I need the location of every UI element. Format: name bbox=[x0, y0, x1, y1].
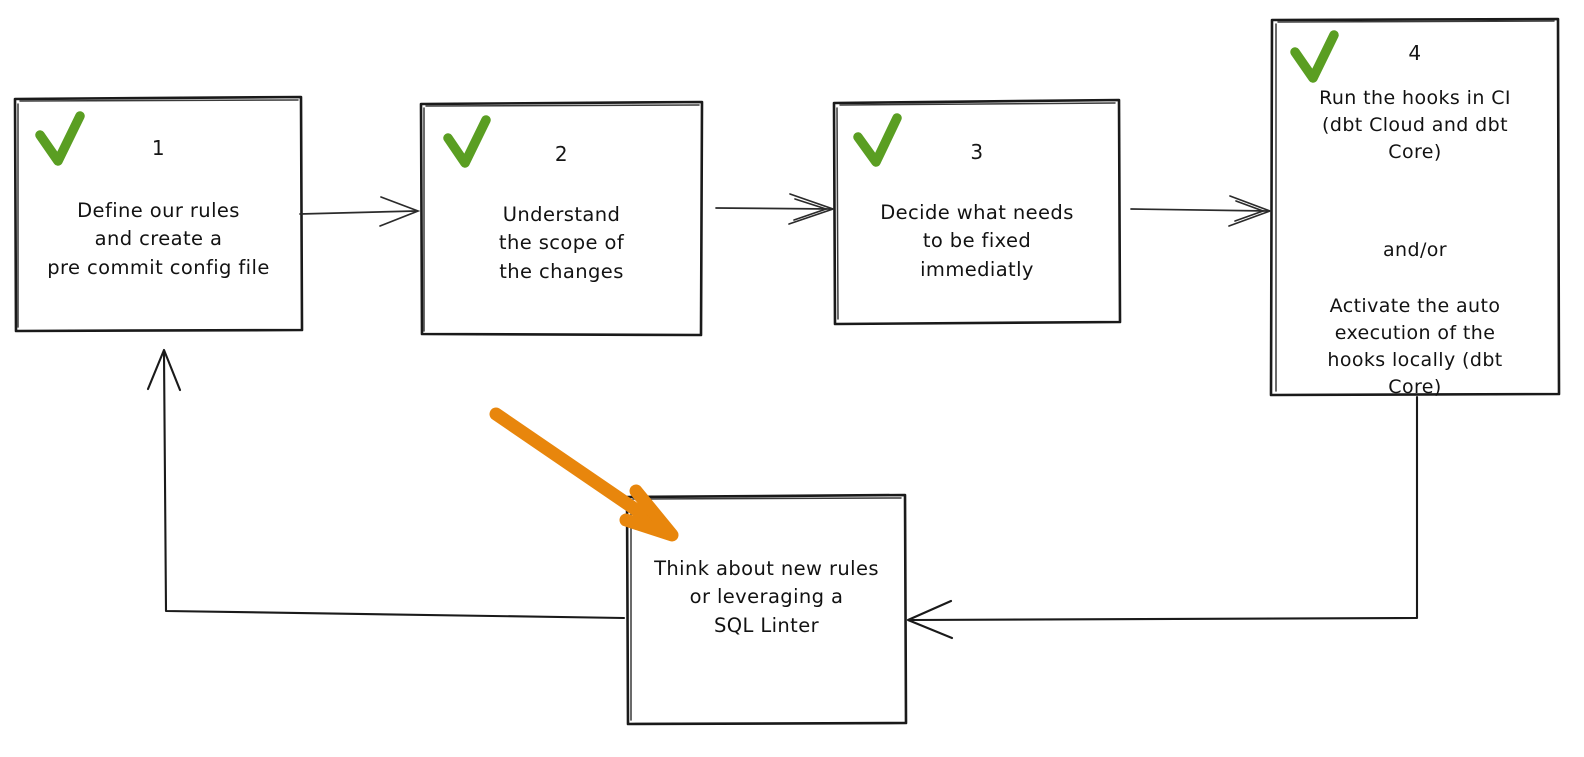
step-loop-text: Think about new rules or leveraging a SQ… bbox=[654, 557, 879, 637]
step-1-node[interactable]: 1 Define our rules and create a pre comm… bbox=[15, 97, 302, 331]
step-4-text-part-1: Run the hooks in CI (dbt Cloud and dbt C… bbox=[1319, 87, 1511, 163]
arrow-3-to-4-stroke bbox=[1130, 195, 1273, 227]
arrow-4-to-loop-stroke bbox=[906, 395, 1419, 640]
step-2-text: Understand the scope of the changes bbox=[498, 203, 625, 283]
step-3-text: Decide what needs to be fixed immediatly bbox=[880, 201, 1074, 281]
step-1-text: Define our rules and create a pre commit… bbox=[47, 199, 270, 279]
step-4-index: 4 bbox=[1408, 41, 1422, 65]
arrow-2-to-3-stroke bbox=[715, 193, 836, 225]
step-4-text-part-2: and/or bbox=[1383, 239, 1447, 261]
arrow-loop-to-1-stroke bbox=[146, 348, 626, 620]
step-2-node[interactable]: 2 Understand the scope of the changes bbox=[421, 102, 702, 335]
step-loop-node[interactable]: Think about new rules or leveraging a SQ… bbox=[627, 495, 906, 724]
step-2-index: 2 bbox=[554, 142, 569, 166]
arrow-1-to-2-stroke bbox=[299, 196, 421, 227]
step-3-node[interactable]: 3 Decide what needs to be fixed immediat… bbox=[834, 100, 1120, 324]
step-4-text-part-3: Activate the auto execution of the hooks… bbox=[1327, 295, 1503, 398]
step-4-node[interactable]: 4 Run the hooks in CI (dbt Cloud and dbt… bbox=[1271, 19, 1559, 398]
step-1-index: 1 bbox=[151, 136, 166, 160]
step-3-index: 3 bbox=[970, 140, 984, 164]
